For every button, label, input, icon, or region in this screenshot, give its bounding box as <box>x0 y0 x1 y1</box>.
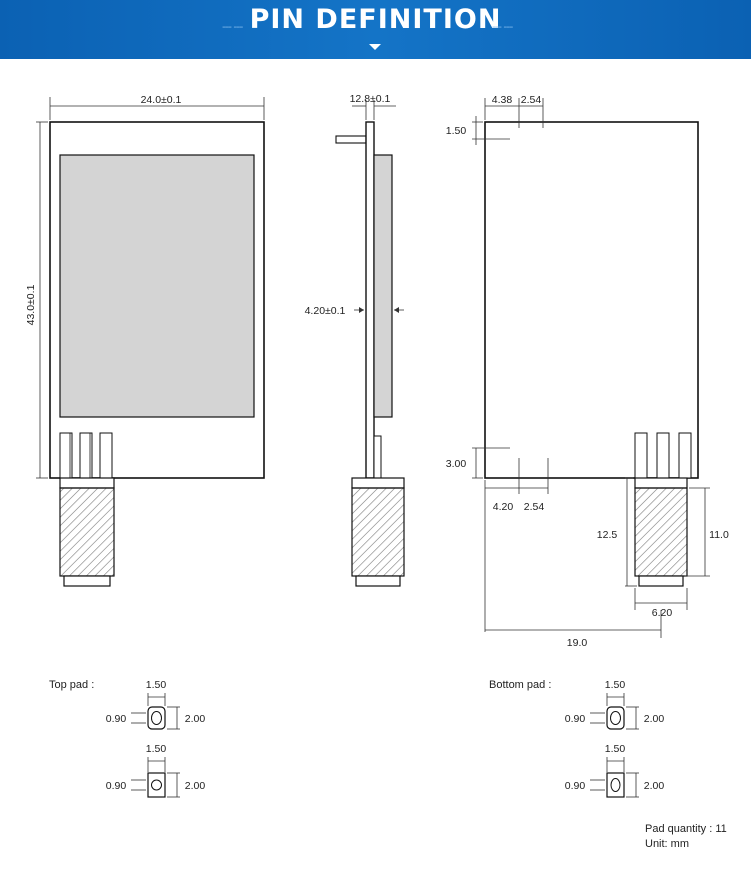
front-sma-connector <box>59 487 115 577</box>
back-connector-width-dim: 6.20 <box>652 607 673 619</box>
unit-note: Unit: mm <box>645 838 689 850</box>
bottom-pad-details: Bottom pad : 1.50 0.90 2.00 1.50 0.90 2.… <box>489 679 665 798</box>
back-sma-connector <box>634 487 688 577</box>
header-banner: --- --- PIN DEFINITION --- --- <box>0 0 751 59</box>
pad-quantity-note: Pad quantity : 11 <box>645 823 727 835</box>
back-pin-offset-dim: 4.38 <box>492 94 513 106</box>
bottom-pad-square-height-dim: 2.00 <box>644 780 665 792</box>
header-right-decoration: --- --- <box>492 20 513 33</box>
top-pad-details: Top pad : 1.50 0.90 2.00 1.50 0.90 2.00 <box>49 679 206 798</box>
side-width-dim: 12.8±0.1 <box>350 93 391 105</box>
top-pad-square-hole-dim: 0.90 <box>106 780 127 792</box>
top-pad-square-height-dim: 2.00 <box>185 780 206 792</box>
front-shield-can <box>59 154 255 418</box>
bottom-pad-square-width-dim: 1.50 <box>605 743 626 755</box>
back-pin-pitch-top-dim: 2.54 <box>521 94 542 106</box>
top-pad-round-hole-dim: 0.90 <box>106 713 127 725</box>
back-pin-pitch-bottom-dim: 2.54 <box>524 501 545 513</box>
bottom-pad-round-width-dim: 1.50 <box>605 679 626 691</box>
bottom-pad-label: Bottom pad : <box>489 679 551 691</box>
top-pad-square-width-dim: 1.50 <box>146 743 167 755</box>
side-shield-can <box>373 154 393 418</box>
back-connector-position-dim: 19.0 <box>567 637 588 649</box>
front-height-dim: 43.0±0.1 <box>25 284 37 325</box>
front-width-dim: 24.0±0.1 <box>141 94 182 106</box>
back-connector-body-dim: 11.0 <box>709 529 729 541</box>
back-view: 4.38 2.54 1.50 3.00 4.20 2.54 12.5 11.0 <box>446 94 729 649</box>
side-thickness-dim: 4.20±0.1 <box>305 305 346 317</box>
side-pcb <box>365 121 375 479</box>
back-bottom-offset-dim: 4.20 <box>493 501 514 513</box>
top-pad-round-width-dim: 1.50 <box>146 679 167 691</box>
side-sma-connector <box>351 487 405 577</box>
bottom-pad-round-hole-dim: 0.90 <box>565 713 586 725</box>
bottom-pad-round-height-dim: 2.00 <box>644 713 665 725</box>
header-left-decoration: --- --- <box>222 20 243 33</box>
back-top-margin-dim: 1.50 <box>446 125 467 137</box>
back-module-outline <box>484 121 699 479</box>
top-pad-label: Top pad : <box>49 679 94 691</box>
side-view: 12.8±0.1 4.20±0.1 <box>305 93 405 587</box>
top-pad-round-height-dim: 2.00 <box>185 713 206 725</box>
bottom-pad-square-hole-dim: 0.90 <box>565 780 586 792</box>
chevron-down-icon <box>369 44 381 50</box>
back-bottom-margin-dim: 3.00 <box>446 458 467 470</box>
page-title: PIN DEFINITION <box>249 4 502 35</box>
front-view: 24.0±0.1 43.0±0.1 <box>25 94 265 587</box>
back-connector-length-dim: 12.5 <box>597 529 618 541</box>
